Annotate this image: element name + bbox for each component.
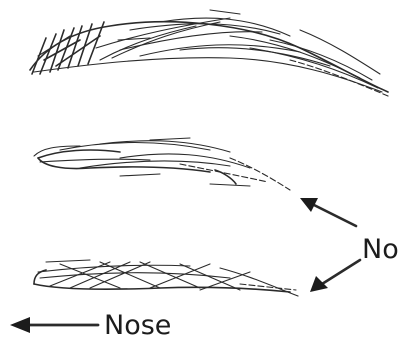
- label-no: No: [362, 234, 399, 265]
- eyebrow-correct: [30, 10, 388, 96]
- eyebrow-straight: [34, 260, 298, 296]
- label-nose: Nose: [104, 310, 171, 340]
- arrow-to-straight: [310, 260, 360, 292]
- nose-arrow: [10, 317, 98, 333]
- arrowhead-icon: [310, 276, 328, 292]
- eyebrow-thin: [34, 138, 290, 190]
- arrow-left-icon: [10, 317, 30, 333]
- arrow-to-thin: [300, 198, 356, 226]
